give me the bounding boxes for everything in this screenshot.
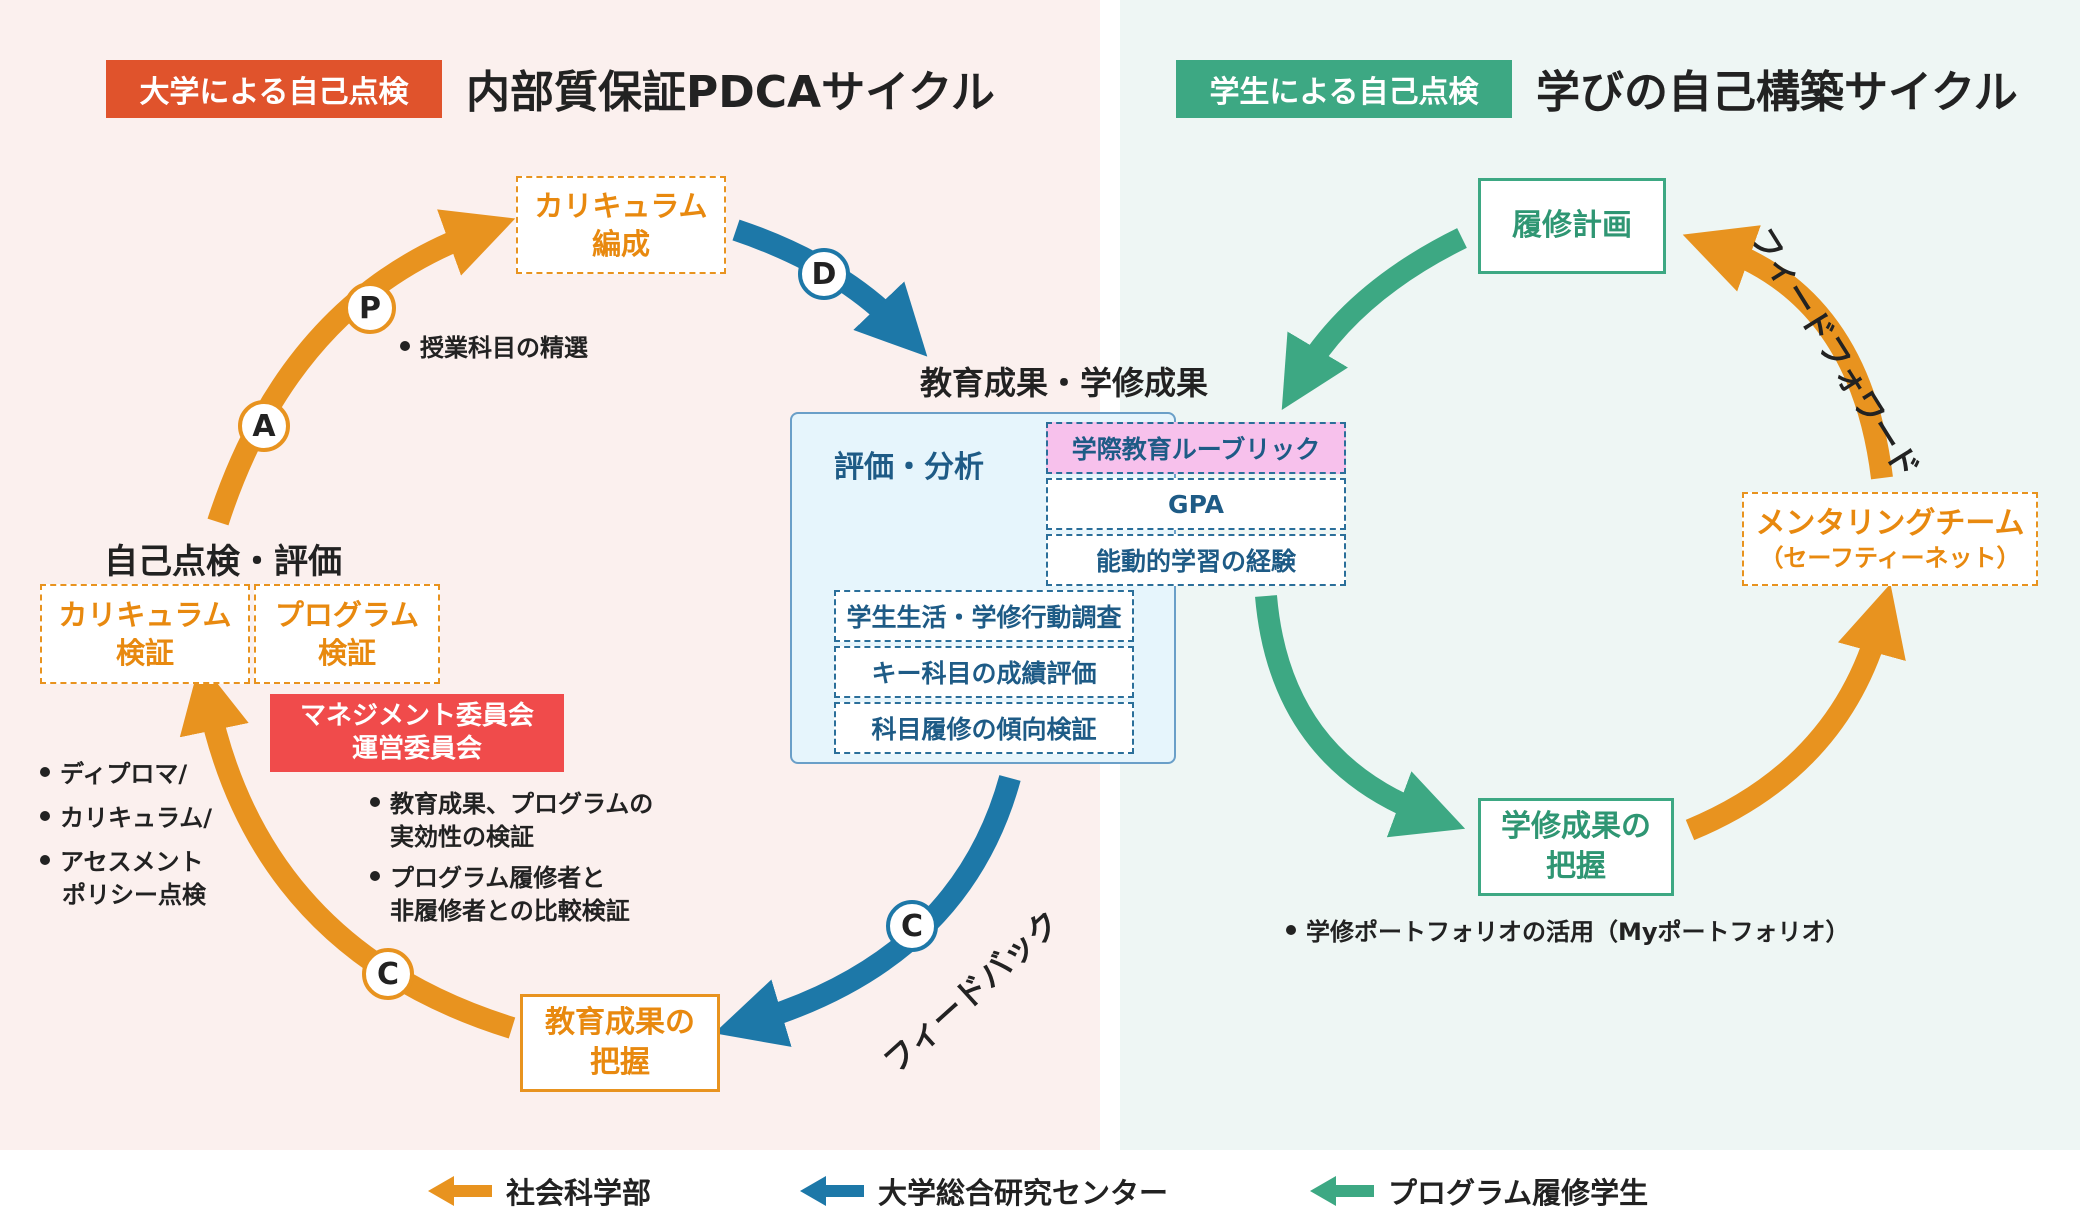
curriculum-design-line1: カリキュラム [534,189,708,223]
arrow-analysis-outcome [1255,595,1466,838]
arrow-outcome-mentoring [1685,583,1906,841]
green-arrow-icon [1310,1176,1374,1206]
program-check-line1: プログラム [274,598,420,632]
policy-bullet-2-text: カリキュラム/ [60,804,213,832]
step-a-circle: A [238,400,290,452]
bullet-dot [40,855,50,865]
arrow-check-review [179,661,516,1039]
course-plan-box: 履修計画 [1478,178,1666,274]
legend-item-program-students: プログラム履修学生 [1310,1170,1648,1212]
self-review-title: 自己点検・評価 [104,542,342,582]
curriculum-check-line1: カリキュラム [58,598,232,632]
bullet-dot [40,767,50,777]
arrow-act-plan [207,209,516,526]
policy-bullet-3-cont: ポリシー点検 [62,881,206,909]
curriculum-check-box: カリキュラム 検証 [40,584,250,684]
committee-bullet-2-line2: 非履修者との比較検証 [390,897,630,925]
committee-box: マネジメント委員会 運営委員会 [270,694,564,772]
program-check-line2: 検証 [317,636,376,670]
outcomes-title: 教育成果・学修成果 [920,364,1209,402]
analysis-title: 評価・分析 [834,450,984,485]
gpa-box: GPA [1046,478,1346,530]
bullet-dot [370,871,380,881]
curriculum-design-box: カリキュラム 編成 [516,176,726,274]
bullet-dot [1286,925,1296,935]
survey-box: 学生生活・学修行動調査 [834,590,1134,642]
mentoring-team-box: メンタリングチーム （セーフティーネット） [1742,492,2038,586]
orange-arrow-icon [428,1176,492,1206]
bullet-dot [370,797,380,807]
curriculum-check-line2: 検証 [115,636,174,670]
education-outcome-grasp-line1: 教育成果の [545,1005,695,1040]
rubric-box: 学際教育ルーブリック [1046,422,1346,474]
mentoring-line2: （セーフティーネット） [1759,544,2021,572]
key-subjects-box: キー科目の成績評価 [834,646,1134,698]
committee-line1: マネジメント委員会 [299,701,534,731]
legend-label-social-science: 社会科学部 [506,1176,652,1210]
active-learning-box: 能動的学習の経験 [1046,534,1346,586]
mentoring-line1: メンタリングチーム [1755,506,2025,541]
learning-outcome-grasp-box: 学修成果の 把握 [1478,798,1674,896]
committee-bullet-1-line2: 実効性の検証 [390,823,534,851]
policy-bullet-3: アセスメント [40,846,204,879]
committee-bullet-1: 教育成果、プログラムの 実効性の検証 [370,788,653,854]
right-title: 学びの自己構築サイクル [1536,67,2018,118]
committee-bullet-2-line1: プログラム履修者と [390,864,606,892]
legend-item-social-science: 社会科学部 [428,1170,651,1212]
arrow-feedforward [1682,225,1893,480]
arrow-plan-analysis [1281,228,1467,411]
bullet-dot [40,811,50,821]
learning-outcome-grasp-line2: 把握 [1546,849,1606,884]
committee-bullet-1-line1: 教育成果、プログラムの [390,790,654,818]
portfolio-bullet: 学修ポートフォリオの活用（Myポートフォリオ） [1286,916,1850,949]
left-tag: 大学による自己点検 [106,60,442,118]
education-outcome-grasp-line2: 把握 [590,1045,650,1080]
subject-selection-bullet: 授業科目の精選 [400,332,588,365]
education-outcome-grasp-box: 教育成果の 把握 [520,994,720,1092]
portfolio-bullet-text: 学修ポートフォリオの活用（Myポートフォリオ） [1306,918,1850,946]
bullet-dot [400,341,410,351]
course-trend-box: 科目履修の傾向検証 [834,702,1134,754]
blue-arrow-icon [800,1176,864,1206]
program-check-box: プログラム 検証 [254,584,440,684]
learning-outcome-grasp-line1: 学修成果の [1501,809,1651,844]
step-c-right-circle: C [886,900,938,952]
legend-item-research-center: 大学総合研究センター [800,1170,1168,1212]
legend-label-research-center: 大学総合研究センター [878,1176,1169,1210]
left-title: 内部質保証PDCAサイクル [466,67,995,118]
step-p-circle: P [344,282,396,334]
policy-bullet-1-text: ディプロマ/ [60,760,188,788]
subject-selection-text: 授業科目の精選 [420,334,588,362]
step-c-left-circle: C [362,948,414,1000]
policy-bullet-2: カリキュラム/ [40,802,212,835]
step-d-circle: D [798,248,850,300]
policy-bullet-3-text: アセスメント [60,848,204,876]
legend-label-program-students: プログラム履修学生 [1388,1176,1649,1210]
right-tag: 学生による自己点検 [1176,60,1512,118]
committee-bullet-2: プログラム履修者と 非履修者との比較検証 [370,862,630,928]
committee-line2: 運営委員会 [351,734,482,764]
policy-bullet-1: ディプロマ/ [40,758,187,791]
curriculum-design-line2: 編成 [591,227,650,261]
